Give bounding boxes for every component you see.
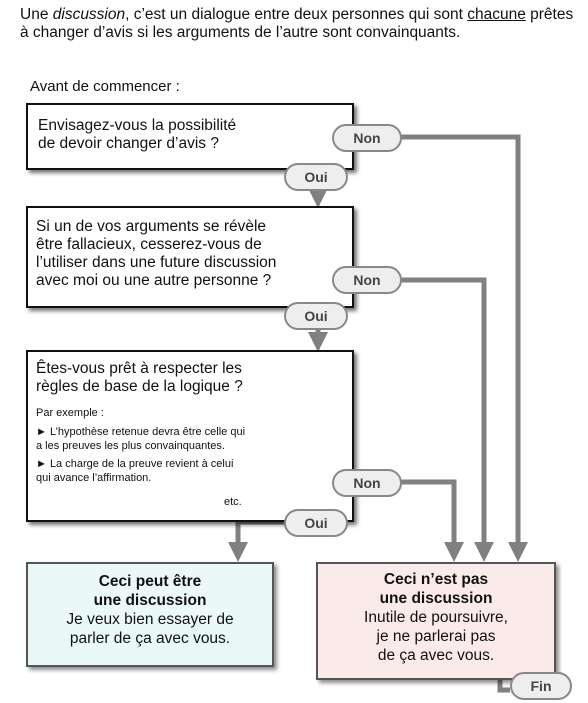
oui-label-2: Oui [284,302,348,330]
non-label-1: Non [332,124,402,152]
question-2-box: Si un de vos arguments se révèle être fa… [26,206,354,308]
result-discussion-box: Ceci peut être une discussion Je veux bi… [26,562,274,667]
fin-label: Fin [510,672,572,700]
etc-label: etc. [224,496,242,508]
arrow-non-2 [400,277,494,562]
arrow-oui-3 [228,519,300,562]
non-label-2: Non [332,266,402,294]
oui-label-1: Oui [284,163,348,191]
question-3-box: Êtes-vous prêt à respecter les règles de… [26,350,354,522]
non-label-3: Non [332,469,402,497]
question-1-box: Envisagez-vous la possibilité de devoir … [26,103,354,170]
arrow-fin [497,680,510,693]
arrow-non-3 [400,479,464,562]
intro-text: Une discussion, c’est un dialogue entre … [20,6,574,41]
intro-emphasis: discussion [52,6,126,23]
before-label: Avant de commencer : [30,78,180,95]
intro-underline: chacune [467,6,526,23]
result-not-discussion-box: Ceci n’est pas une discussion Inutile de… [316,562,556,680]
arrow-non-1 [400,134,528,562]
example-1: ► L’hypothèse retenue devra être celle q… [36,426,246,452]
example-label: Par exemple : [36,407,104,419]
oui-label-3: Oui [284,509,348,537]
example-2: ► La charge de la preuve revient à celui… [36,458,234,484]
